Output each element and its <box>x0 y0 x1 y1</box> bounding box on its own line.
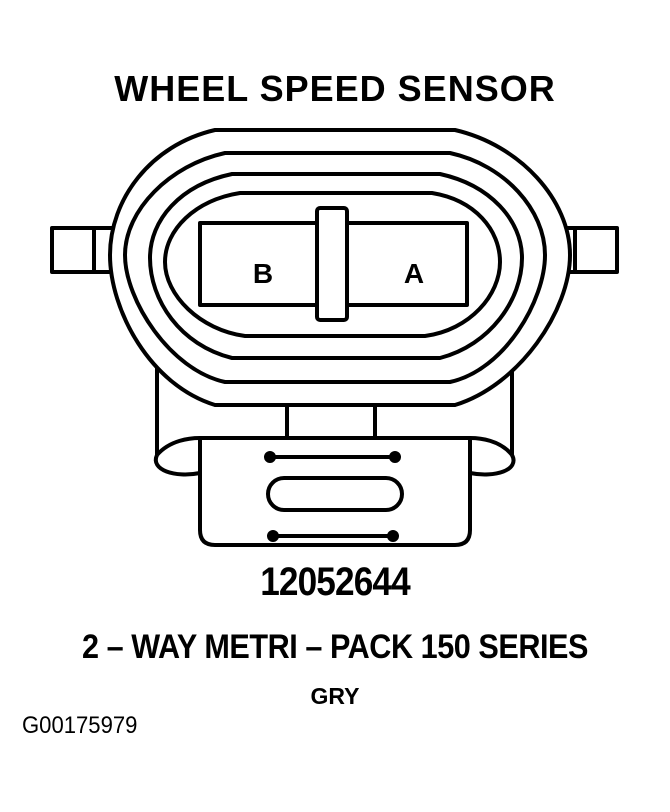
figure-id: G00175979 <box>22 712 138 739</box>
pin-label-b: B <box>253 258 273 289</box>
latch-plate <box>198 436 472 547</box>
terminal-cavity <box>198 206 469 322</box>
pin-label-a: A <box>404 258 424 289</box>
diagram-title: WHEEL SPEED SENSOR <box>114 68 556 109</box>
part-number: 12052644 <box>260 560 410 604</box>
connector-series: 2 – WAY METRI – PACK 150 SERIES <box>82 628 588 666</box>
connector-color: GRY <box>310 683 360 709</box>
